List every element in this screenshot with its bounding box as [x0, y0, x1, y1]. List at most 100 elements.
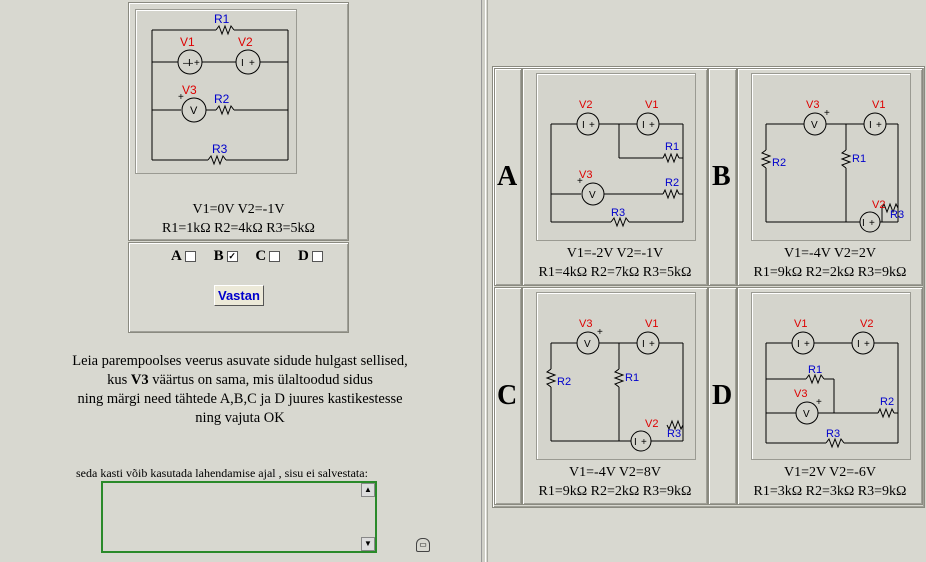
- source-bar: I: [862, 218, 865, 229]
- option-c-circuit: V + I + I + V3 V1 R2 R1 V2 R3: [545, 318, 684, 452]
- voltmeter-icon: V: [589, 190, 596, 201]
- scratch-label: seda kasti võib kasutada lahendamise aja…: [76, 466, 368, 480]
- source-bar: I: [188, 58, 191, 69]
- small-tool-icon[interactable]: ▭: [416, 538, 430, 552]
- r3-label: R3: [212, 142, 228, 156]
- r1-label: R1: [852, 153, 866, 165]
- v3-label: V3: [794, 388, 807, 400]
- option-a-cell: I + I + V + V2 V1 V3 R1 R2 R3 V1=-2V V2=…: [522, 68, 708, 286]
- source-bar: I: [241, 58, 244, 69]
- scrollbar-up-button[interactable]: ▲: [361, 483, 375, 497]
- submit-button[interactable]: Vastan: [214, 285, 264, 306]
- source-plus: +: [641, 437, 647, 448]
- source-plus: +: [589, 120, 595, 131]
- polarity-plus: +: [178, 92, 184, 103]
- source-plus: +: [864, 339, 870, 350]
- option-d-circuit: I + I + V + V1 V2 R1 V3 R2 R3: [765, 318, 899, 449]
- source-bar: I: [634, 437, 637, 448]
- voltmeter-icon: V: [584, 339, 591, 350]
- source-plus: +: [869, 218, 875, 229]
- answer-checkbox-row: A B✓ C D: [171, 248, 337, 265]
- r3-label: R3: [826, 428, 840, 440]
- answer-b-label: B: [213, 248, 224, 264]
- v1-label: V1: [180, 35, 195, 49]
- r3-label: R3: [667, 428, 681, 440]
- v2-label: V2: [860, 318, 873, 330]
- instruction-line-2-post: väärtus on sama, mis ülaltoodud sidus: [148, 372, 373, 388]
- instruction-line-1: Leia parempoolses veerus asuvate sidude …: [72, 353, 408, 369]
- source-bar: I: [869, 120, 872, 131]
- source-plus: +: [804, 339, 810, 350]
- v3-label: V3: [182, 83, 197, 97]
- answer-c-checkbox[interactable]: [269, 251, 281, 263]
- instruction-line-4: ning vajuta OK: [195, 410, 285, 426]
- option-b-caption: V1=-4V V2=2V R1=9kΩ R2=2kΩ R3=9kΩ: [738, 244, 922, 282]
- source-plus: +: [649, 339, 655, 350]
- r1-label: R1: [665, 141, 679, 153]
- r2-label: R2: [214, 92, 230, 106]
- option-a-diagram-frame: I + I + V + V2 V1 V3 R1 R2 R3: [536, 73, 696, 241]
- instructions: Leia parempoolses veerus asuvate sidude …: [40, 352, 440, 428]
- v2-label: V2: [579, 99, 592, 111]
- option-d-resistors: R1=3kΩ R2=3kΩ R3=9kΩ: [753, 484, 907, 499]
- question-values: V1=0V V2=-1V: [192, 202, 285, 217]
- scratch-textarea[interactable]: [103, 483, 363, 549]
- question-caption: V1=0V V2=-1V R1=1kΩ R2=4kΩ R3=5kΩ: [129, 200, 348, 238]
- option-c-letter: C: [497, 380, 518, 411]
- r1-label: R1: [625, 372, 639, 384]
- answer-c-label: C: [255, 248, 267, 264]
- option-c-cell: V + I + I + V3 V1 R2 R1 V2 R3 V1=-4V V2=…: [522, 287, 708, 505]
- voltmeter-icon: V: [803, 409, 810, 420]
- option-b-letter: B: [712, 161, 731, 192]
- instruction-line-3: ning märgi need tähtede A,B,C ja D juure…: [77, 391, 403, 407]
- option-b-letter-cell: B: [708, 68, 737, 286]
- option-a-caption: V1=-2V V2=-1V R1=4kΩ R2=7kΩ R3=5kΩ: [523, 244, 707, 282]
- instruction-line-2: kus V3 väärtus on sama, mis ülaltoodud s…: [40, 371, 440, 390]
- option-b-diagram-frame: V + I + I + V3 V1 R2 R1 V2 R3: [751, 73, 911, 241]
- answer-b-checkbox[interactable]: ✓: [226, 251, 238, 263]
- scrollbar-down-button[interactable]: ▼: [361, 537, 375, 551]
- source-minus-icon: —: [183, 58, 193, 69]
- v3-label: V3: [806, 99, 819, 111]
- r2-label: R2: [557, 376, 571, 388]
- source-plus: +: [194, 58, 200, 69]
- option-c-values: V1=-4V V2=8V: [569, 465, 661, 480]
- r3-label: R3: [611, 207, 625, 219]
- question-resistors: R1=1kΩ R2=4kΩ R3=5kΩ: [162, 221, 315, 236]
- question-diagram-frame: — I + I + V + R1 V1 V2 V3 R2 R3: [135, 9, 297, 174]
- option-d-letter: D: [712, 380, 733, 411]
- option-d-caption: V1=2V V2=-6V R1=3kΩ R2=3kΩ R3=9kΩ: [738, 463, 922, 501]
- r3-label: R3: [890, 209, 904, 221]
- source-bar: I: [797, 339, 800, 350]
- source-bar: I: [582, 120, 585, 131]
- source-plus: +: [249, 58, 255, 69]
- option-d-diagram-frame: I + I + V + V1 V2 R1 V3 R2 R3: [751, 292, 911, 460]
- answer-a-checkbox[interactable]: [184, 251, 196, 263]
- option-b-values: V1=-4V V2=2V: [784, 246, 876, 261]
- r1-label: R1: [808, 364, 822, 376]
- answer-d-checkbox[interactable]: [311, 251, 323, 263]
- option-a-letter: A: [497, 161, 518, 192]
- source-plus: +: [649, 120, 655, 131]
- question-panel: — I + I + V + R1 V1 V2 V3 R2 R3 V1=0V V2…: [128, 2, 349, 241]
- source-plus: +: [876, 120, 882, 131]
- option-d-letter-cell: D: [708, 287, 737, 505]
- instruction-line-2-pre: kus: [107, 372, 131, 388]
- v1-label: V1: [872, 99, 885, 111]
- option-c-resistors: R1=9kΩ R2=2kΩ R3=9kΩ: [538, 484, 692, 499]
- v1-label: V1: [794, 318, 807, 330]
- v2-label: V2: [872, 199, 885, 211]
- r2-label: R2: [772, 157, 786, 169]
- answer-d-label: D: [297, 248, 309, 264]
- scratch-area: ▲ ▼: [101, 481, 377, 553]
- r2-label: R2: [880, 396, 894, 408]
- v1-label: V1: [645, 99, 658, 111]
- r1-label: R1: [214, 12, 230, 26]
- option-c-letter-cell: C: [494, 287, 522, 505]
- answer-panel: A B✓ C D Vastan: [128, 242, 349, 333]
- polarity-plus: +: [577, 176, 583, 187]
- source-bar: I: [857, 339, 860, 350]
- voltmeter-icon: V: [811, 120, 818, 131]
- v2-label: V2: [238, 35, 253, 49]
- polarity-plus: +: [824, 108, 830, 119]
